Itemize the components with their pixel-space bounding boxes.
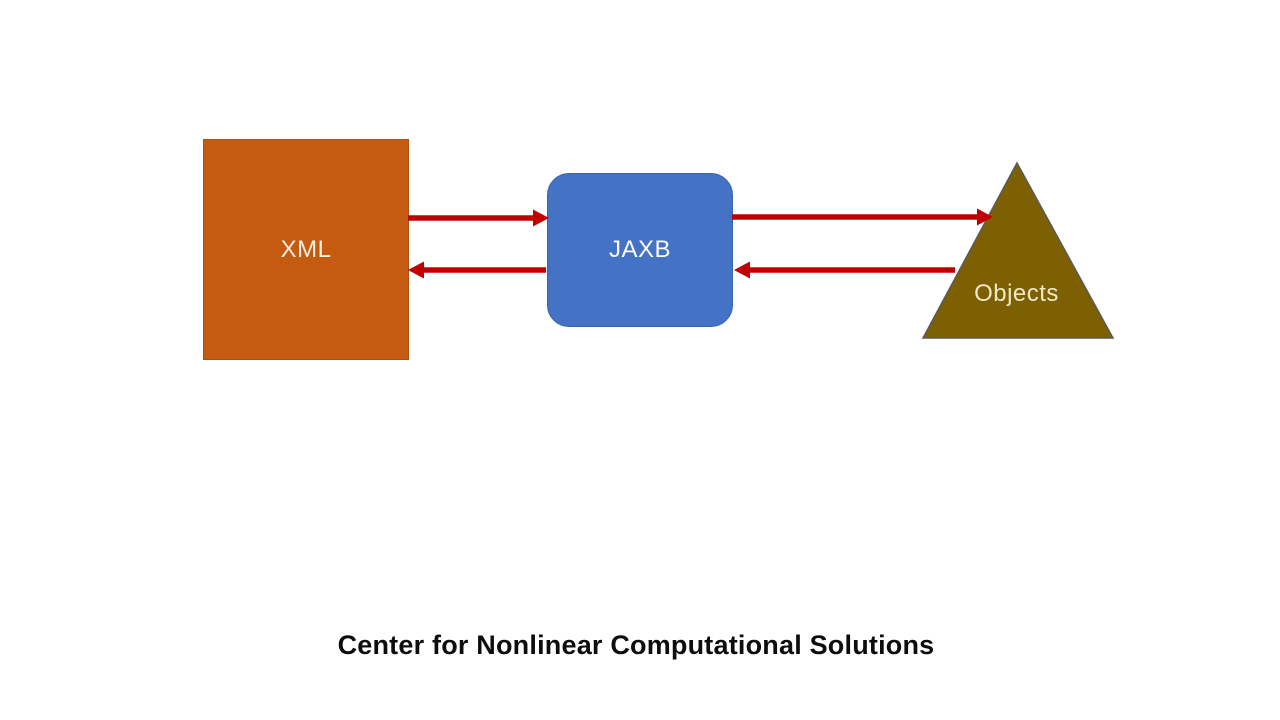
node-objects-triangle (921, 161, 1115, 339)
node-jaxb: JAXB (547, 173, 733, 327)
node-objects-label: Objects (974, 280, 1059, 307)
arrow-xml-to-jaxb-head (533, 209, 549, 227)
node-xml: XML (203, 139, 409, 360)
arrow-jaxb-to-objects-head (977, 208, 993, 226)
node-xml-label: XML (280, 235, 332, 263)
arrow-jaxb-to-xml-head (408, 261, 424, 279)
caption-text: Center for Nonlinear Computational Solut… (337, 630, 935, 660)
node-jaxb-label: JAXB (608, 236, 672, 263)
arrow-objects-to-jaxb-head (734, 261, 750, 279)
